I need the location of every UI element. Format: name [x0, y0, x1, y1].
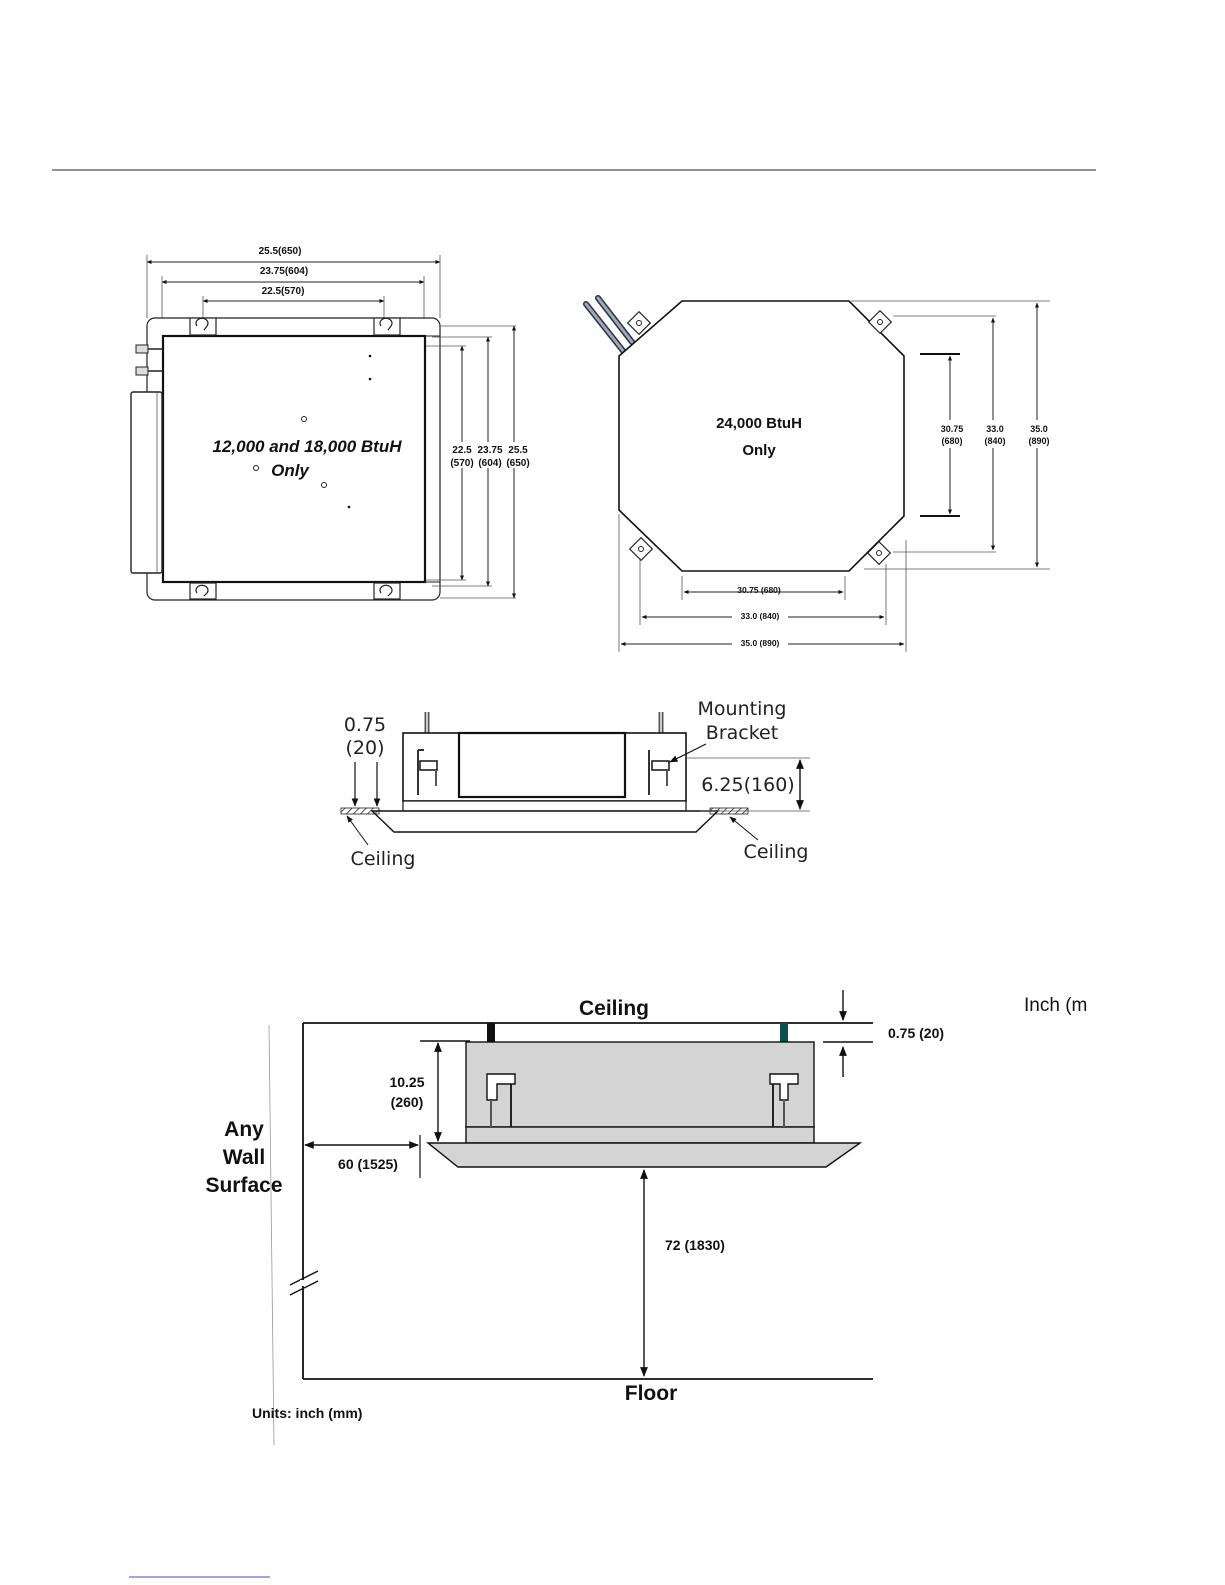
height-dimension: 6.25(160) — [701, 774, 794, 796]
dim-bottom-680: 30.75 (680) — [737, 585, 781, 595]
wall-label-line1: Any — [224, 1118, 264, 1141]
wall-label-line2: Wall — [223, 1146, 265, 1169]
dim-bottom-840: 33.0 (840) — [741, 611, 780, 621]
floor-clearance-label: 72 (1830) — [665, 1237, 725, 1253]
ceiling-label-left: Ceiling — [351, 848, 416, 870]
dim-right-680-mm: (680) — [941, 436, 962, 446]
clearance-mm: (20) — [345, 737, 384, 759]
dim-right-840-v: 33.0 — [986, 424, 1004, 434]
dim-right-604-v: 23.75 — [477, 445, 502, 456]
square-unit-label-line1: 12,000 and 18,000 BtuH — [213, 437, 403, 456]
corner-units-note: Inch (m — [1024, 995, 1087, 1016]
dim-top-604: 23.75(604) — [260, 266, 308, 277]
diagram-clearance: Inch (m Ceiling Floor Any Wall Surface — [205, 990, 1087, 1446]
dim-bottom-890: 35.0 (890) — [741, 638, 780, 648]
diagram-square-unit: 25.5(650) 23.75(604) 22.5(570) — [130, 246, 530, 601]
dim-top-650: 25.5(650) — [259, 246, 302, 257]
ceiling-label-right: Ceiling — [744, 841, 809, 863]
dim-right-604-mm: (604) — [478, 458, 501, 469]
wall-clearance-label: 60 (1525) — [338, 1156, 398, 1172]
octagon-unit-label-line2: Only — [742, 442, 776, 459]
dim-right-570-mm: (570) — [450, 458, 473, 469]
dim-right-890-v: 35.0 — [1030, 424, 1048, 434]
dim-right-680-v: 30.75 — [941, 424, 964, 434]
diagram-side-section: 0.75 (20) Mounting Bracket 6.25(160) Cei… — [340, 698, 810, 870]
mounting-bracket-label-line2: Bracket — [706, 722, 778, 744]
unit-height-value: 10.25 — [389, 1074, 424, 1090]
mounting-bracket-label-line1: Mounting — [698, 698, 787, 720]
octagon-unit-label-line1: 24,000 BtuH — [716, 415, 802, 432]
dim-top-570: 22.5(570) — [262, 286, 305, 297]
dim-right-840-mm: (840) — [984, 436, 1005, 446]
unit-height-mm: (260) — [391, 1094, 424, 1110]
ceiling-title: Ceiling — [579, 997, 649, 1020]
floor-title: Floor — [625, 1382, 678, 1405]
top-gap-label: 0.75 (20) — [888, 1025, 944, 1041]
units-note: Units: inch (mm) — [252, 1405, 362, 1421]
dim-right-890-mm: (890) — [1028, 436, 1049, 446]
dim-right-650-mm: (650) — [506, 458, 529, 469]
diagram-octagon-unit: 24,000 BtuH Only 30.75 (680) 33.0 (840) … — [583, 295, 1050, 652]
dim-right-650-v: 25.5 — [508, 445, 528, 456]
square-unit-label-line2: Only — [271, 461, 310, 480]
clearance-value: 0.75 — [344, 714, 386, 736]
dim-right-570-v: 22.5 — [452, 445, 472, 456]
wall-label-line3: Surface — [205, 1174, 282, 1197]
